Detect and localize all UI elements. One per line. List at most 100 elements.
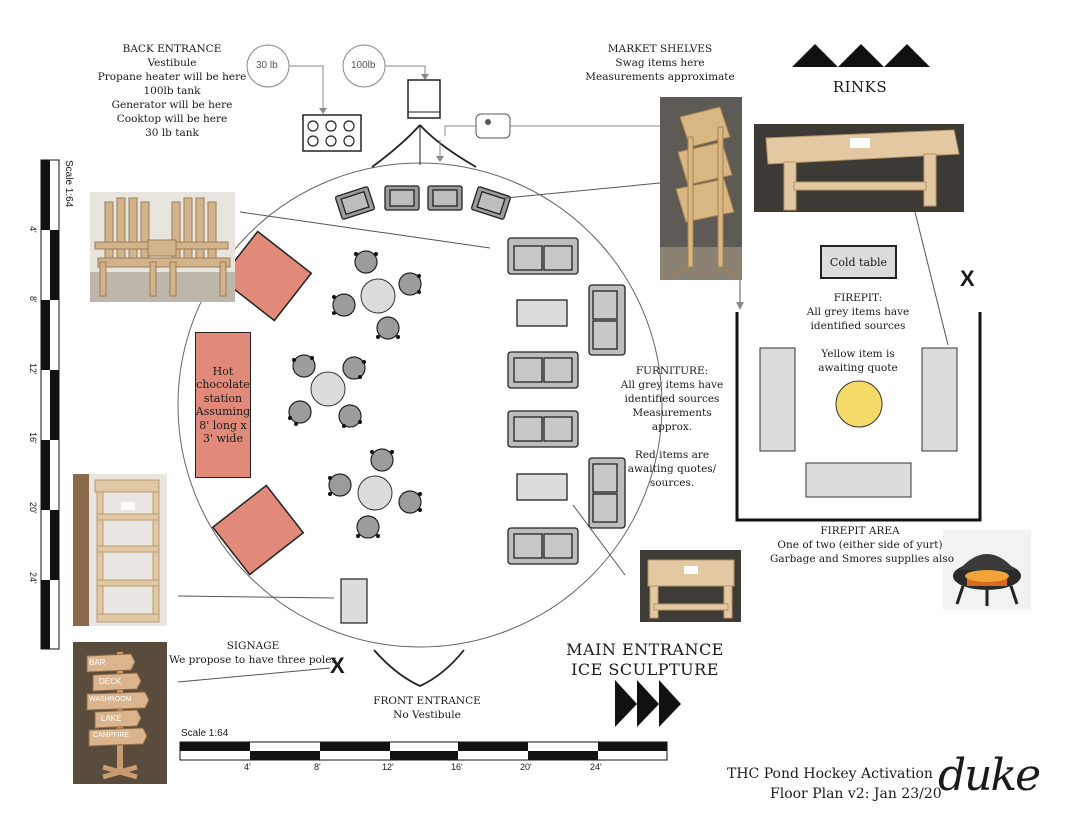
- note-line: Vestibule: [147, 57, 197, 69]
- firepit-area: [735, 312, 982, 522]
- note-line: All grey items have: [806, 306, 910, 318]
- front-entrance-note: FRONT ENTRANCE No Vestibule: [362, 694, 492, 722]
- note-line: Swag items here: [615, 57, 705, 69]
- back-entrance-doors: [371, 124, 477, 168]
- firepit-area-note: FIREPIT AREA One of two (either side of …: [770, 524, 955, 566]
- main-entrance-note: MAIN ENTRANCE ICE SCULPTURE: [560, 640, 730, 680]
- vertical-scale-label: Scale 1:64: [63, 160, 74, 208]
- shelf-unit: [340, 578, 368, 624]
- note-line: identified sources: [624, 393, 720, 405]
- vscale-tick-label: 4': [28, 226, 38, 233]
- back-entrance-note: BACK ENTRANCE Vestibule Propane heater w…: [72, 42, 272, 140]
- note-line: 30 lb tank: [145, 127, 199, 139]
- note-title: FURNITURE:: [635, 365, 709, 377]
- cold-table-label: Cold table: [829, 255, 888, 269]
- cold-table: Cold table: [820, 245, 897, 279]
- vscale-tick-label: 16': [28, 432, 38, 444]
- signage-note: SIGNAGE We propose to have three poles: [168, 639, 338, 667]
- adirondack-chairs-photo: [90, 192, 235, 302]
- x-mark-firepit: X: [960, 266, 975, 291]
- note-line: No Vestibule: [393, 709, 461, 721]
- note-line: approx.: [651, 421, 693, 433]
- generator: [475, 113, 511, 139]
- coffee-table-2: [516, 473, 568, 501]
- scale-tick-label: 16': [451, 762, 463, 772]
- note-line: Cooktop will be here: [116, 113, 228, 125]
- red-bench-top: [219, 230, 313, 322]
- note-line: Measurements approximate: [585, 71, 735, 83]
- sign-word: BAR: [89, 658, 106, 667]
- vscale-tick-label: 24': [28, 572, 38, 584]
- note-line: Generator will be here: [111, 99, 233, 111]
- cafe-table-2: [288, 354, 366, 428]
- note-line: Yellow item is: [821, 348, 895, 360]
- footer-title: THC Pond Hockey Activation: [727, 766, 933, 782]
- note-title: FIREPIT AREA: [820, 525, 900, 537]
- note-title: FRONT ENTRANCE: [373, 695, 481, 707]
- yellow-firepit: [835, 380, 883, 428]
- station-line: Hot: [212, 364, 234, 378]
- note-line: One of two (either side of yurt): [777, 539, 943, 551]
- sofa-6: [507, 527, 579, 565]
- sofa-1: [507, 237, 579, 275]
- bench-photo: [754, 124, 964, 212]
- horizontal-scale-label: Scale 1:64: [181, 728, 229, 739]
- vscale-tick-label: 8': [28, 296, 38, 303]
- note-line: All grey items have: [620, 379, 724, 391]
- scale-tick-label: 24': [590, 762, 602, 772]
- note-line: ICE SCULPTURE: [571, 660, 719, 679]
- main-entrance-arrows: [615, 680, 681, 727]
- hot-chocolate-station: Hot chocolate station Assuming 8' long x…: [195, 332, 251, 478]
- note-line: Measurements: [632, 407, 712, 419]
- footer-subtitle: Floor Plan v2: Jan 23/20: [770, 786, 942, 802]
- sofas: [507, 237, 626, 565]
- sign-word: DECK: [99, 677, 122, 686]
- scale-tick-label: 12': [382, 762, 394, 772]
- fire-pit-photo: [943, 530, 1031, 610]
- market-shelf-photo: [660, 97, 742, 280]
- scale-tick-label: 8': [314, 762, 321, 772]
- note-title: MARKET SHELVES: [607, 43, 713, 55]
- note-line: Red items are: [634, 449, 710, 461]
- sofa-5: [588, 457, 626, 529]
- note-line: 100lb tank: [143, 85, 201, 97]
- station-line: 8' long x: [199, 418, 247, 432]
- station-line: chocolate: [196, 378, 250, 391]
- sofa-4: [507, 410, 579, 448]
- signpost-photo: BAR DECK WASHROOM LAKE CAMPFIRE: [73, 642, 167, 784]
- coffee-table-1: [516, 299, 568, 327]
- duke-logo: duke: [938, 750, 1041, 801]
- note-line: awaiting quote: [818, 362, 898, 374]
- horizontal-scale: [179, 741, 668, 761]
- x-mark-signage: X: [330, 653, 345, 678]
- furniture-note: FURNITURE: All grey items have identifie…: [612, 364, 732, 490]
- rinks-label: RINKS: [832, 78, 888, 96]
- red-bench-bottom: [211, 484, 305, 576]
- market-shelves-note: MARKET SHELVES Swag items here Measureme…: [580, 42, 740, 84]
- scale-tick-label: 4': [244, 762, 251, 772]
- note-line: identified sources: [810, 320, 906, 332]
- front-entrance-doors: [373, 649, 465, 687]
- vscale-tick-label: 20': [28, 502, 38, 514]
- note-line: sources.: [649, 477, 695, 489]
- coffee-table-photo: [640, 550, 741, 622]
- note-line: Propane heater will be here: [97, 71, 247, 83]
- note-line: awaiting quotes/: [627, 463, 717, 475]
- sign-word: WASHROOM: [89, 696, 132, 703]
- cafe-table-1: [332, 250, 422, 340]
- note-title: BACK ENTRANCE: [122, 43, 222, 55]
- yellow-item-note: Yellow item is awaiting quote: [808, 347, 908, 375]
- station-line: Assuming: [195, 405, 251, 418]
- station-line: station: [203, 391, 243, 405]
- note-line: Garbage and Smores supplies also: [770, 553, 955, 565]
- sofa-3: [507, 351, 579, 389]
- note-title: SIGNAGE: [226, 640, 280, 652]
- firepit-note: FIREPIT: All grey items have identified …: [798, 291, 918, 333]
- top-chairs: [334, 185, 512, 220]
- vscale-tick-label: 12': [28, 363, 38, 375]
- station-line: 3' wide: [202, 432, 243, 445]
- sign-word: LAKE: [101, 714, 122, 723]
- note-line: We propose to have three poles: [169, 654, 337, 666]
- sign-word: CAMPFIRE: [93, 732, 130, 739]
- sofa-2: [588, 284, 626, 356]
